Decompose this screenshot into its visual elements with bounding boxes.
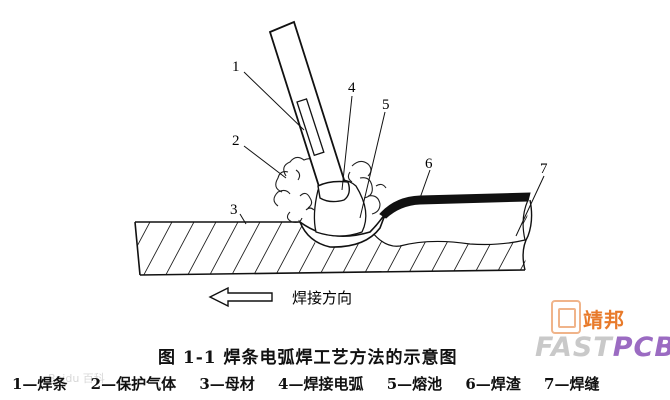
- legend-item-electrode: 1—焊条: [12, 375, 68, 393]
- figure-legend: 1—焊条 2—保护气体 3—母材 4—焊接电弧 5—熔池 6—焊渣 7—焊缝: [12, 373, 617, 394]
- legend-item-base-metal: 3—母材: [199, 375, 255, 393]
- label-slag: 6: [425, 156, 433, 172]
- watermark-brand-en: FASTPCBA: [535, 332, 670, 363]
- legend-item-slag: 6—焊渣: [465, 375, 521, 393]
- label-molten-pool: 5: [382, 97, 390, 113]
- watermark-en-part-b: PCBA: [612, 332, 670, 363]
- figure-caption: 图 1-1 焊条电弧焊工艺方法的示意图: [158, 348, 458, 368]
- label-electrode: 1: [232, 59, 240, 75]
- label-shielding-gas: 2: [232, 133, 240, 149]
- legend-item-molten-pool: 5—熔池: [386, 375, 443, 393]
- welding-direction-label: 焊接方向: [292, 289, 352, 307]
- legend-item-weld-bead: 7—焊缝: [544, 375, 600, 393]
- watermark-en-part-a: FAST: [535, 332, 613, 363]
- label-weld-bead: 7: [540, 161, 548, 177]
- welding-direction-arrow: [208, 286, 273, 308]
- legend-item-shielding-gas: 2—保护气体: [90, 375, 177, 393]
- legend-item-arc: 4—焊接电弧: [278, 375, 364, 393]
- slag-layer: [379, 192, 531, 219]
- watermark-seal-icon: [551, 300, 581, 334]
- watermark-brand-cn: 靖邦: [583, 308, 625, 332]
- leader-lines: [239, 71, 545, 237]
- watermark-baidu: Baidu 百科: [48, 372, 105, 385]
- label-base-metal: 3: [230, 202, 238, 218]
- label-arc: 4: [348, 80, 356, 96]
- electrode: [268, 20, 351, 203]
